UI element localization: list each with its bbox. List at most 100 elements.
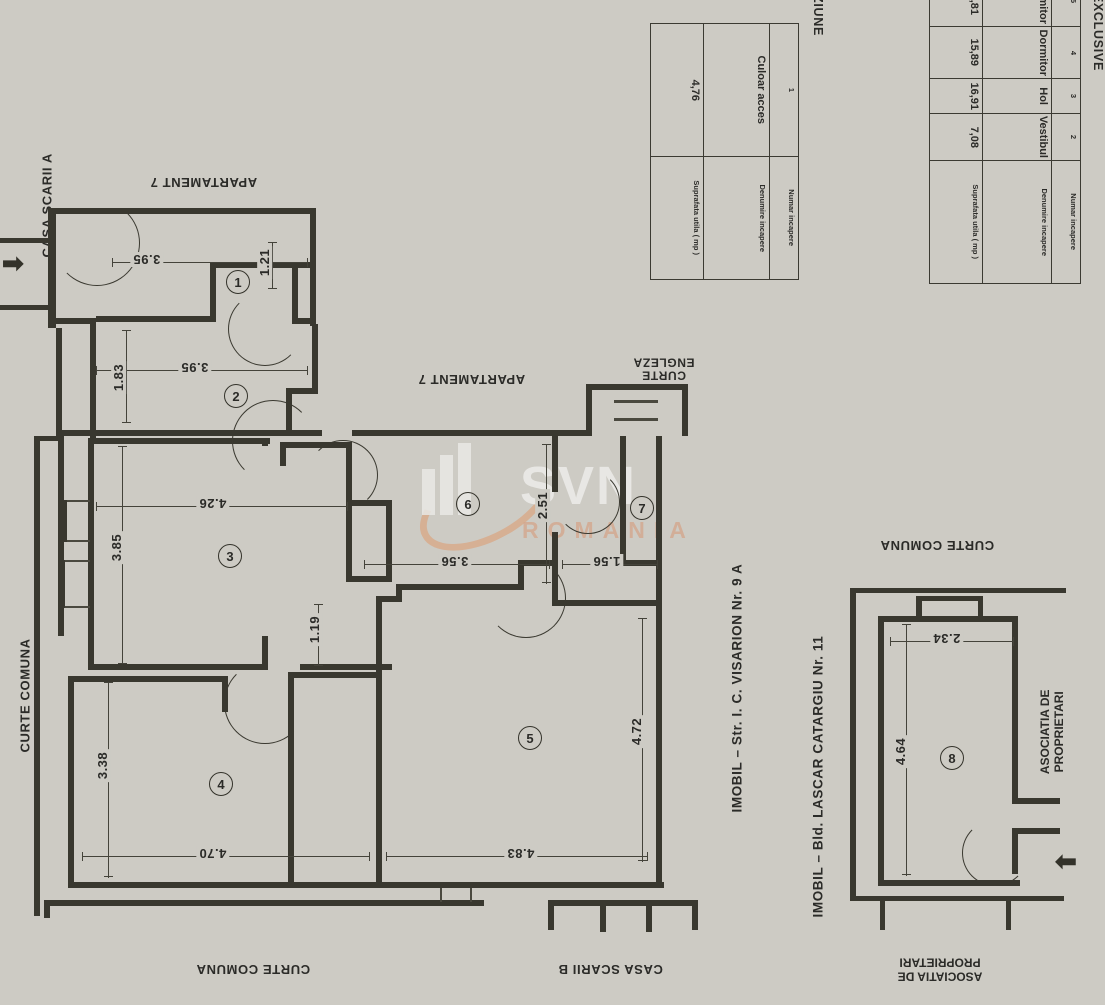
room-bubble-3: 3 (218, 544, 242, 568)
wall (44, 900, 50, 918)
wall-tick (440, 888, 442, 902)
wall (620, 436, 626, 564)
wall (396, 584, 524, 590)
dim-4-64: 4.64 (893, 734, 909, 769)
dim-tick (890, 637, 891, 646)
wall (878, 616, 884, 886)
label-asociatia-bottom-line1: ASOCIATIA DE (897, 969, 983, 984)
dim-tick (562, 560, 563, 569)
cell-nr: 5 (1069, 0, 1078, 4)
dim-tick (122, 330, 131, 331)
wall (850, 588, 1066, 593)
dim-tick (542, 582, 551, 583)
dim-tick (268, 242, 277, 243)
wall (352, 500, 392, 506)
cell-area: 22,81 (968, 0, 980, 15)
dim-line (112, 262, 308, 263)
table-exclusive: Numar incapere Denumire incapere Suprafa… (929, 0, 1081, 284)
wall (656, 436, 662, 888)
wall (64, 500, 67, 542)
wall-tick (470, 888, 472, 902)
dim-1-56: 1.56 (590, 554, 624, 569)
wall (376, 596, 382, 888)
dim-tick (122, 422, 131, 423)
dim-1-19: 1.19 (307, 612, 323, 647)
dim-tick (549, 560, 550, 569)
cell-nr: 3 (1069, 93, 1078, 98)
wall (1012, 616, 1018, 802)
col-header-area: Suprafata utila ( mp ) (971, 184, 980, 260)
dim-tick (96, 366, 97, 375)
entrance-arrow-b-icon: ⬅ (1055, 846, 1077, 876)
col-header-nr: Numar incapere (1069, 193, 1078, 251)
wall (96, 316, 216, 322)
door-swing (232, 400, 314, 482)
dim-tick (386, 852, 387, 861)
wall (850, 896, 1064, 901)
wall (34, 436, 40, 916)
dim-tick (542, 444, 551, 445)
label-apartament-mid: APARTAMENT 7 (418, 372, 526, 387)
dim-line (272, 242, 273, 288)
dim-tick (314, 604, 323, 605)
label-imobil-catargiu: IMOBIL – Bld. LASCAR CATARGIU Nr. 11 (810, 635, 826, 918)
dim-3-85: 3.85 (109, 530, 125, 565)
wall (692, 900, 698, 930)
wall (312, 324, 318, 394)
wall (68, 676, 228, 682)
door-swing (486, 558, 566, 638)
door-swing (228, 292, 302, 366)
wall (286, 388, 318, 394)
label-curte-engleza-line2: ENGLEZA (633, 355, 695, 370)
dim-tick (638, 860, 647, 861)
label-casa-scarii-b: CASA SCARII B (558, 962, 663, 977)
wall (552, 436, 558, 492)
label-asociatia-right: ASOCIATIA DE PROPRIETARI (1038, 672, 1067, 792)
dim-tick (638, 618, 647, 619)
wall (552, 600, 662, 606)
wall (300, 664, 392, 670)
wall (280, 442, 352, 448)
dim-tick (118, 446, 127, 447)
wall (396, 584, 402, 602)
dim-tick (1013, 637, 1014, 646)
room-bubble-2: 2 (224, 384, 248, 408)
wall (56, 328, 62, 436)
wall (288, 672, 294, 888)
col-header-name: Denumire incapere (1040, 188, 1049, 256)
label-apartament-top: APARTAMENT 7 (150, 175, 258, 190)
dim-2-34: 2.34 (930, 631, 964, 646)
wall (292, 318, 316, 324)
dim-3-38: 3.38 (95, 748, 111, 783)
wall (548, 900, 554, 930)
dim-2-51: 2.51 (535, 488, 551, 523)
room-bubble-1: 1 (226, 270, 250, 294)
wall (916, 596, 922, 618)
wall (68, 882, 390, 888)
wall (880, 896, 885, 930)
window (64, 540, 90, 542)
dim-tick (268, 288, 277, 289)
wall (88, 438, 270, 444)
label-imobil-visarion: IMOBIL – Str. I. C. VISARION Nr. 9 A (729, 563, 745, 813)
wall (62, 430, 322, 436)
wall (1012, 828, 1060, 834)
wall (352, 430, 592, 436)
dim-tick (307, 366, 308, 375)
dim-tick (82, 852, 83, 861)
window (614, 418, 658, 421)
dim-tick (104, 876, 113, 877)
entrance-arrow-a-icon: ➡ (2, 248, 24, 278)
wall (56, 208, 316, 214)
cell-name: Dormitor (1037, 29, 1049, 76)
wall (48, 208, 56, 328)
dim-tick (369, 852, 370, 861)
wall (90, 318, 96, 438)
wall (878, 616, 1018, 622)
room-bubble-5: 5 (518, 726, 542, 750)
label-curte-comuna-right: CURTE COMUNA (880, 538, 995, 553)
label-curte-engleza-line1: CURTE (641, 368, 686, 383)
cell-name: Hol (1037, 86, 1049, 105)
cell-nr: 4 (1069, 50, 1078, 55)
wall (346, 442, 352, 582)
